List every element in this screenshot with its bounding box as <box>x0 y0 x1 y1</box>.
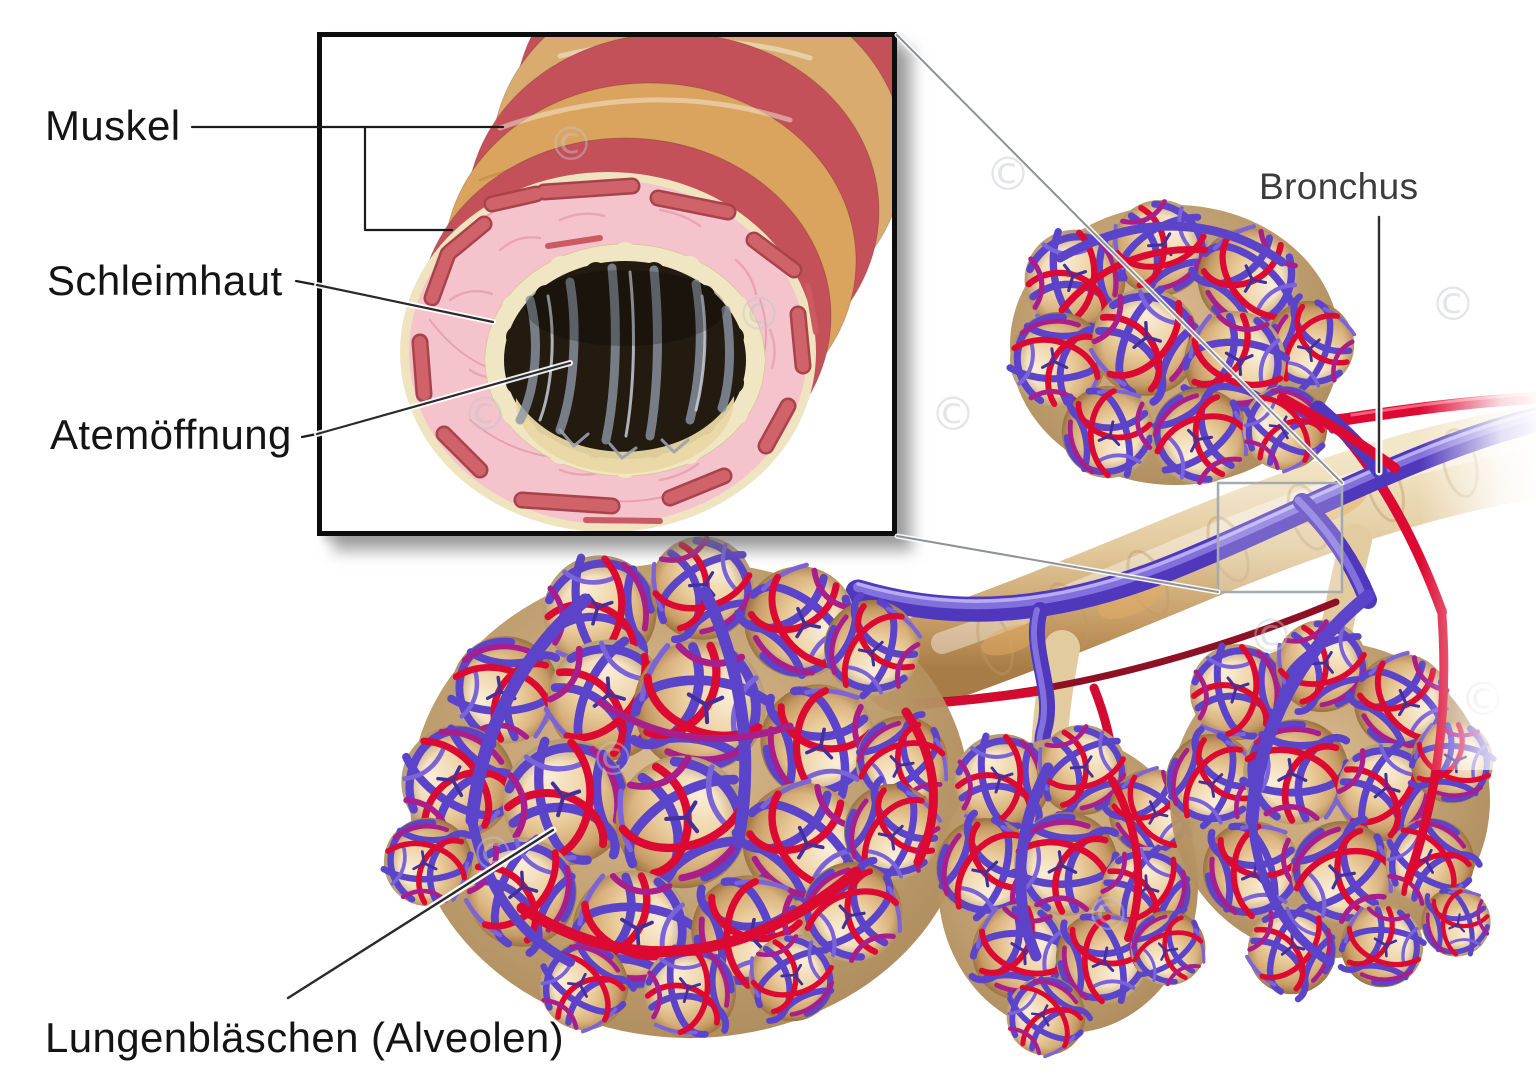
svg-text:©: © <box>736 287 782 341</box>
airway-lumen <box>484 242 766 478</box>
alveolus <box>1419 885 1494 960</box>
alveolus <box>644 946 736 1038</box>
lumen-floor-folds <box>515 396 735 474</box>
alveoli-cluster-middle <box>918 712 1218 1071</box>
svg-text:©: © <box>930 387 976 441</box>
label-lungenblaeschen: Lungenbläschen (Alveolen) <box>45 1014 565 1061</box>
cross-section-art: © © © <box>400 37 892 531</box>
label-bronchus: Bronchus <box>1259 166 1419 207</box>
svg-text:©: © <box>470 827 516 881</box>
svg-text:©: © <box>590 732 636 786</box>
bronchus-cross-section-inset: © © © <box>317 32 897 536</box>
svg-text:©: © <box>985 147 1031 201</box>
label-muskel: Muskel <box>45 102 181 149</box>
label-atemoeffnung: Atemöffnung <box>50 411 292 458</box>
svg-text:©: © <box>1085 887 1131 941</box>
svg-text:©: © <box>1248 609 1294 663</box>
label-schleimhaut: Schleimhaut <box>47 257 283 304</box>
svg-text:©: © <box>548 117 594 171</box>
svg-text:©: © <box>462 387 508 441</box>
alveoli-cluster-upper-right <box>1002 186 1400 499</box>
alveoli-cluster-main <box>377 522 970 1049</box>
edge-fade <box>1420 320 1536 770</box>
